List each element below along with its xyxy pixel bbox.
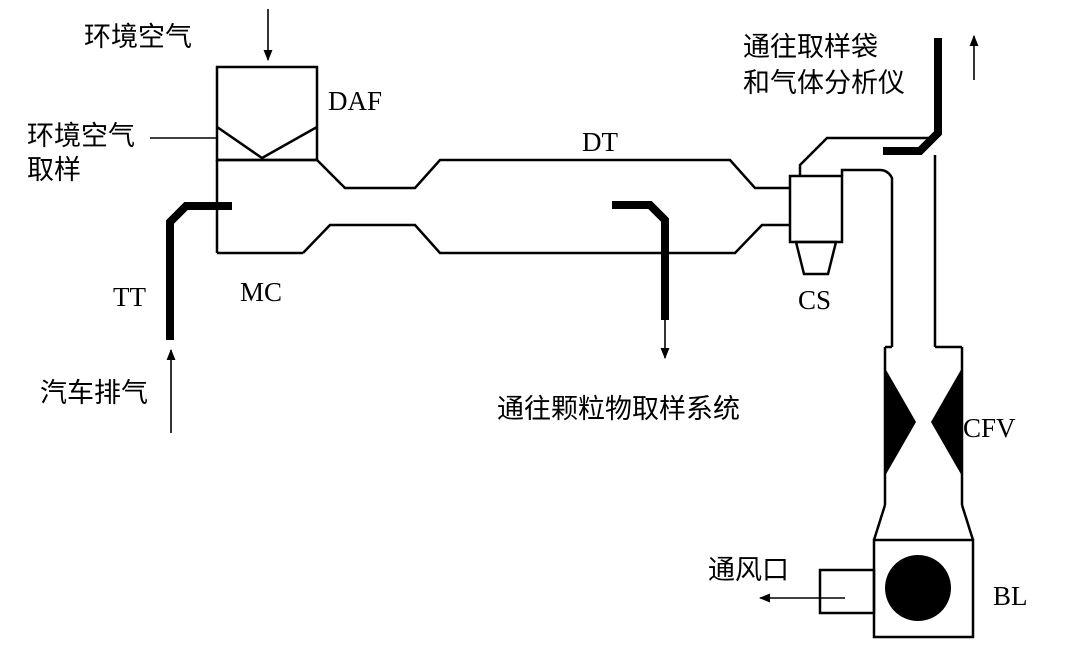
bag-sample-line (883, 38, 942, 155)
ambient-air-sample-label-1: 环境空气 (27, 121, 135, 152)
to-particulate-label: 通往颗粒物取样系统 (497, 394, 740, 425)
tailpipe-transfer-tube (166, 202, 232, 340)
blower (818, 538, 975, 639)
cs-label: CS (798, 285, 832, 315)
cfv-label: CFV (963, 413, 1016, 443)
mc-label: MC (240, 277, 283, 307)
dt-label: DT (582, 127, 618, 157)
exhaust-label: 汽车排气 (40, 378, 148, 409)
vent-label: 通风口 (708, 555, 789, 586)
to-bag-label-1: 通往取样袋 (743, 32, 878, 63)
dilution-tunnel (302, 158, 790, 255)
cyclone-outlet-duct (798, 136, 937, 347)
flow-arrows (150, 9, 979, 603)
daf-label: DAF (328, 86, 383, 116)
bl-label: BL (993, 581, 1028, 611)
blower-wheel (885, 555, 951, 621)
ambient-air-sample-label-2: 取样 (27, 155, 81, 186)
dilution-air-filter (215, 65, 319, 162)
tt-label: TT (113, 282, 146, 312)
particulate-sample-probe (612, 201, 669, 320)
cyclone-separator (788, 174, 844, 276)
to-bag-label-2: 和气体分析仪 (743, 68, 905, 99)
ambient-air-label: 环境空气 (84, 22, 192, 53)
critical-flow-venturi (872, 345, 975, 541)
